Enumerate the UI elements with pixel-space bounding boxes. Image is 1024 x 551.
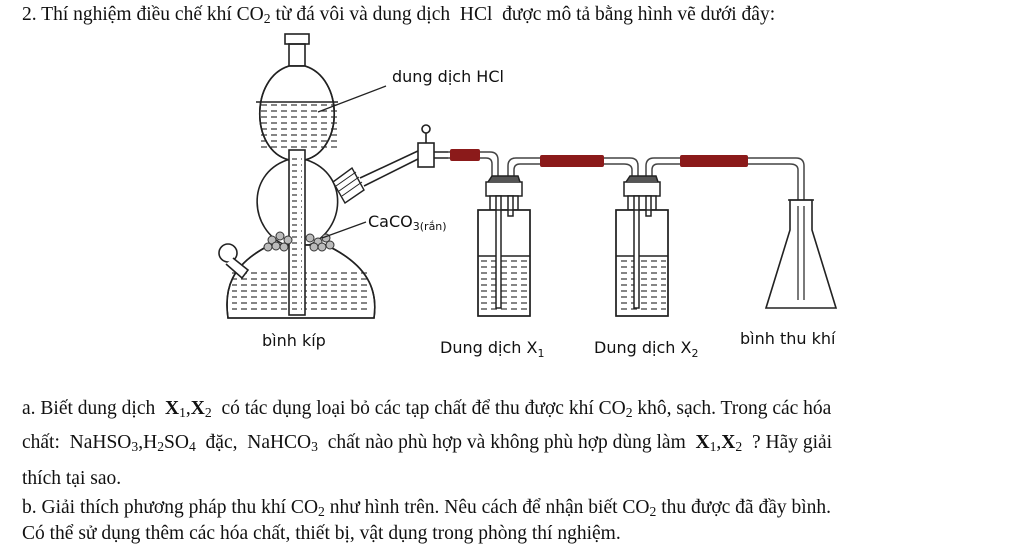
collection-flask — [764, 199, 838, 309]
part-a-line-3: thích tại sao. — [22, 468, 122, 489]
bottle-x1 — [477, 175, 531, 317]
part-a-line-1: a. Biết dung dịch X1,X2 có tác dụng loại… — [22, 398, 832, 420]
label-x1: Dung dịch X1 — [440, 338, 544, 360]
question-title: 2. Thí nghiệm điều chế khí CO2 từ đá vôi… — [22, 4, 775, 26]
part-a-line-2: chất: NaHSO3,H2SO4 đặc, NaHCO3 chất nào … — [22, 432, 833, 454]
rubber-connectors — [450, 149, 748, 167]
label-x2: Dung dịch X2 — [594, 338, 698, 360]
label-collection-flask: bình thu khí — [740, 329, 836, 348]
kipp-apparatus — [218, 33, 448, 319]
label-kipp: bình kíp — [262, 331, 326, 350]
bottle-x2 — [615, 175, 669, 317]
question-number: 2. — [22, 4, 37, 25]
question-text: Thí nghiệm điều chế khí CO2 từ đá vôi và… — [41, 4, 776, 26]
label-caco3: CaCO3(rắn) — [368, 212, 447, 233]
apparatus-diagram: dung dịch HCl CaCO3(rắn) bình kíp Dung d… — [218, 33, 838, 360]
part-b-line-2: Có thể sử dụng thêm các hóa chất, thiết … — [22, 523, 621, 544]
label-hcl: dung dịch HCl — [392, 67, 504, 86]
part-b-line-1: b. Giải thích phương pháp thu khí CO2 nh… — [22, 497, 832, 519]
